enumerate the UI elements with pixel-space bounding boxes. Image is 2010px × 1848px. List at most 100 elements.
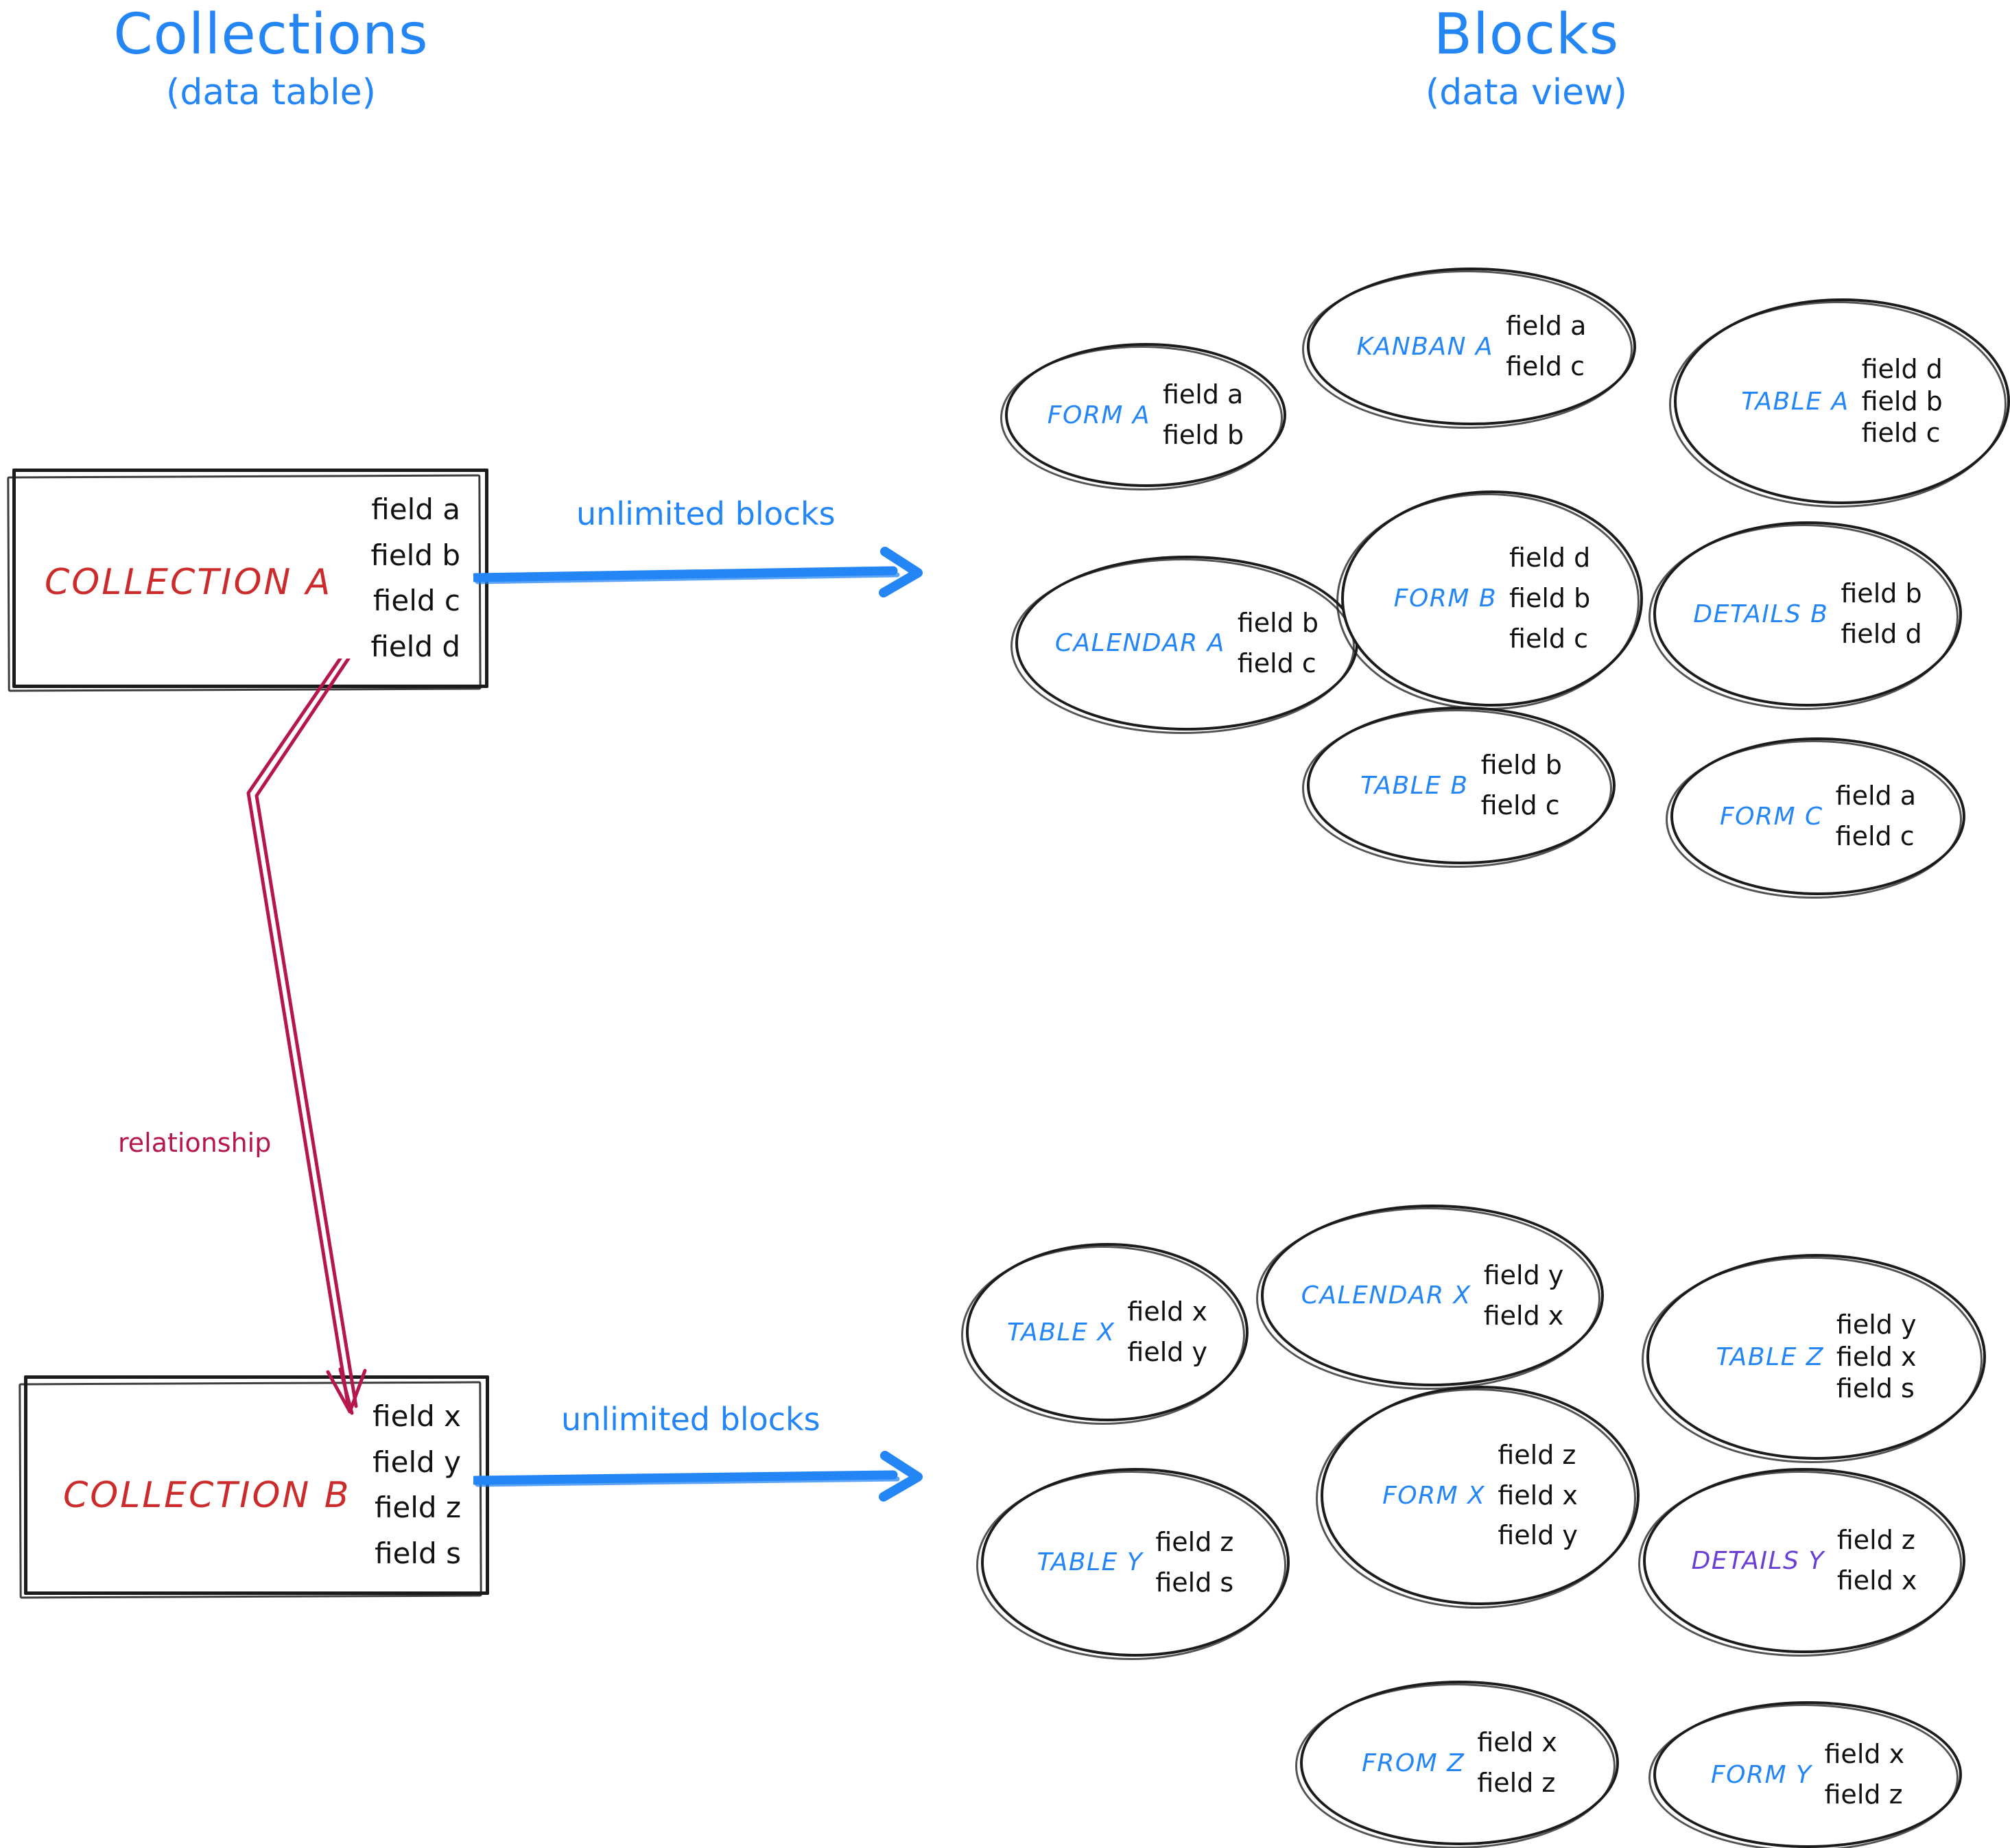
block-label: TABLE A — [1741, 387, 1849, 416]
block-table-y[interactable]: TABLE Y field z field s — [976, 1468, 1290, 1660]
collection-b-field-list: field x field y field z field s — [373, 1394, 461, 1576]
block-form-y[interactable]: FORM Y field x field z — [1648, 1701, 1962, 1848]
block-calendar-x[interactable]: CALENDAR X field y field x — [1256, 1205, 1604, 1390]
block-label: CALENDAR X — [1301, 1281, 1471, 1310]
block-form-x[interactable]: FORM X field z field x field y — [1316, 1386, 1640, 1609]
ellipse-outline — [1653, 1701, 1962, 1848]
collection-b-field: field s — [375, 1536, 461, 1570]
block-field-list: field a field c — [1506, 306, 1586, 387]
ellipse-outline — [1674, 298, 2010, 504]
block-field: field x — [1836, 1565, 1917, 1596]
block-field: field a — [1506, 311, 1587, 342]
block-field: field b — [1509, 583, 1591, 614]
block-field: field b — [1480, 750, 1562, 781]
block-table-b[interactable]: TABLE B field b field c — [1302, 707, 1616, 868]
block-field: field c — [1861, 418, 1941, 449]
ellipse-outline — [1670, 737, 1965, 895]
ellipse-outline — [1005, 343, 1286, 487]
collection-a-field: field d — [370, 629, 460, 663]
block-label: CALENDAR A — [1054, 629, 1225, 657]
collection-b-field: field x — [373, 1399, 461, 1434]
block-details-y[interactable]: DETAILS Y field z field x — [1638, 1468, 1965, 1657]
block-field: field x — [1824, 1739, 1905, 1770]
block-field-list: field b field c — [1238, 603, 1319, 684]
ellipse-outline — [1307, 268, 1636, 425]
unlimited-blocks-label-b: unlimited blocks — [561, 1401, 820, 1438]
block-field-list: field x field z — [1825, 1734, 1905, 1815]
block-field: field s — [1155, 1567, 1234, 1598]
block-field: field a — [1835, 781, 1917, 812]
collection-b-box[interactable]: COLLECTION B field x field y field z fie… — [24, 1375, 489, 1595]
block-field: field c — [1480, 790, 1560, 820]
ellipse-outline — [1646, 1254, 1986, 1460]
block-label: FORM A — [1047, 401, 1150, 429]
block-label: DETAILS Y — [1691, 1546, 1825, 1575]
block-field-list: field y field x field s — [1836, 1309, 1917, 1404]
block-from-z[interactable]: FROM Z field x field z — [1295, 1681, 1619, 1848]
heading-blocks-subtitle: (data view) — [1426, 72, 1627, 114]
block-table-z[interactable]: TABLE Z field y field x field s — [1642, 1254, 1986, 1463]
block-field-list: field b field c — [1481, 745, 1562, 826]
ellipse-outline — [1015, 556, 1358, 731]
block-label: FORM X — [1382, 1481, 1486, 1510]
block-field: field x — [1836, 1341, 1917, 1372]
collection-b-title: COLLECTION B — [63, 1475, 351, 1516]
block-field-list: field y field x — [1484, 1255, 1564, 1336]
relationship-label: relationship — [118, 1128, 272, 1158]
block-field: field c — [1835, 821, 1915, 851]
block-field: field b — [1237, 607, 1319, 638]
block-field-list: field a field c — [1836, 776, 1916, 857]
block-field: field z — [1836, 1525, 1915, 1556]
block-form-c[interactable]: FORM C field a field c — [1666, 737, 1965, 899]
block-field-list: field a field b — [1163, 375, 1244, 455]
collection-a-field: field c — [373, 584, 460, 618]
ellipse-outline — [1643, 1468, 1965, 1653]
block-field-list: field d field b field c — [1509, 538, 1590, 659]
block-table-x[interactable]: TABLE X field x field y — [961, 1243, 1249, 1425]
block-field-list: field d field b field c — [1862, 353, 1943, 449]
collection-a-box[interactable]: COLLECTION A field a field b field c fie… — [12, 469, 488, 688]
block-field: field b — [1841, 578, 1922, 609]
unlimited-blocks-label-a: unlimited blocks — [576, 495, 836, 532]
block-field: field c — [1509, 623, 1588, 654]
block-form-b[interactable]: FORM B field d field b field c — [1336, 490, 1643, 710]
block-field: field z — [1824, 1779, 1903, 1810]
block-field: field y — [1498, 1520, 1578, 1551]
ellipse-outline — [1341, 490, 1643, 707]
block-field: field d — [1509, 543, 1591, 573]
block-field: field s — [1836, 1373, 1915, 1404]
block-label: FROM Z — [1362, 1749, 1465, 1777]
ellipse-outline — [1307, 707, 1616, 864]
block-label: KANBAN A — [1356, 332, 1494, 361]
heading-blocks-title: Blocks — [1433, 2, 1620, 67]
block-details-b[interactable]: DETAILS B field b field d — [1648, 521, 1962, 710]
block-label: FORM Y — [1710, 1760, 1812, 1789]
block-label: DETAILS B — [1693, 600, 1829, 628]
relationship-connector — [246, 659, 367, 1415]
collection-a-title: COLLECTION A — [45, 562, 333, 603]
block-field: field b — [1162, 420, 1244, 450]
block-label: TABLE Y — [1037, 1548, 1144, 1576]
ellipse-outline — [1653, 521, 1962, 707]
block-field: field y — [1836, 1310, 1917, 1340]
block-kanban-a[interactable]: KANBAN A field a field c — [1302, 268, 1636, 429]
block-field-list: field b field d — [1841, 573, 1922, 654]
unlimited-blocks-arrow-a — [473, 547, 923, 597]
ellipse-outline — [966, 1243, 1249, 1421]
unlimited-blocks-arrow-b — [473, 1451, 923, 1502]
block-field: field x — [1498, 1480, 1578, 1511]
collection-a-field-list: field a field b field c field d — [370, 487, 460, 670]
block-field: field d — [1841, 619, 1922, 649]
block-form-a[interactable]: FORM A field a field b — [1000, 343, 1286, 490]
block-field: field b — [1861, 386, 1943, 416]
block-calendar-a[interactable]: CALENDAR A field b field c — [1010, 556, 1358, 734]
block-field: field x — [1483, 1300, 1564, 1331]
ellipse-outline — [981, 1468, 1290, 1657]
heading-collections-subtitle: (data table) — [166, 72, 376, 114]
collection-b-field: field z — [374, 1491, 461, 1525]
ellipse-outline — [1300, 1681, 1619, 1845]
block-field: field x — [1477, 1727, 1557, 1758]
block-table-a[interactable]: TABLE A field d field b field c — [1669, 298, 2010, 508]
block-field: field a — [1162, 379, 1244, 410]
